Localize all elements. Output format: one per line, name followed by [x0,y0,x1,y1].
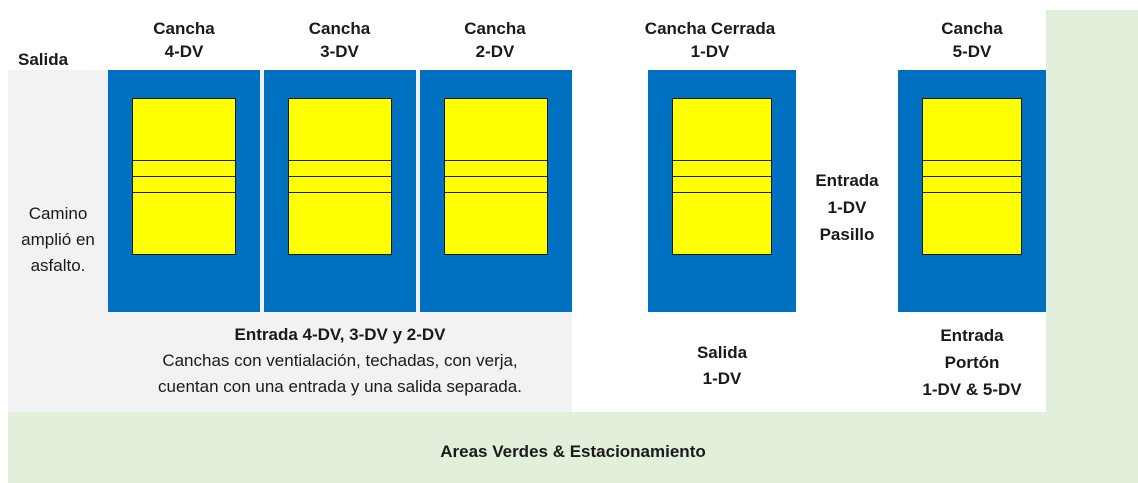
cancha-1-header: Cancha Cerrada 1-DV [620,17,800,63]
cancha-3-code: 3-DV [320,42,359,61]
camino-line-3: asfalto. [30,256,86,275]
entrada-pasillo-line-2: 1-DV [827,198,867,217]
cancha-1-title: Cancha Cerrada [644,19,776,38]
areas-verdes-label: Areas Verdes & Estacionamiento [440,442,706,461]
court-4-enclosure [108,70,260,312]
description-line-2: cuentan con una entrada y una salida sep… [158,377,522,396]
green-area-bottom [8,412,1138,483]
camino-line-1: Camino [28,204,88,223]
entrada-porton-line-1: Entrada [940,326,1004,345]
court-3-enclosure [264,70,416,312]
cancha-2-code: 2-DV [475,42,515,61]
court-1-enclosure [648,70,796,312]
court-3-surface [288,98,392,255]
court-1-surface [672,98,772,255]
cancha-5-code: 5-DV [952,42,992,61]
entrada-porton-line-3: 1-DV & 5-DV [922,380,1022,399]
entrada-porton-label: Entrada Portón 1-DV & 5-DV [898,322,1046,403]
court-5-enclosure [898,70,1046,312]
entrada-porton-line-2: Portón [944,353,1000,372]
court-5-surface [922,98,1022,255]
cancha-1-code: 1-DV [690,42,730,61]
entrada-main-block: Entrada 4-DV, 3-DV y 2-DV Canchas con ve… [108,322,572,400]
salida-1-line-1: Salida [696,343,748,362]
court-4-surface [132,98,236,255]
court-2-surface [444,98,548,255]
salida-header: Salida [18,50,69,69]
cancha-2-header: Cancha 2-DV [419,17,571,63]
cancha-4-code: 4-DV [164,42,204,61]
entrada-pasillo-line-1: Entrada [815,171,879,190]
entrada-main-title: Entrada 4-DV, 3-DV y 2-DV [234,325,446,344]
cancha-3-header: Cancha 3-DV [262,17,417,63]
entrada-pasillo-line-3: Pasillo [819,225,875,244]
cancha-2-title: Cancha [464,19,526,38]
cancha-4-header: Cancha 4-DV [108,17,260,63]
salida-1-line-2: 1-DV [702,369,742,388]
cancha-3-title: Cancha [308,19,371,38]
cancha-5-header: Cancha 5-DV [898,17,1046,63]
description-line-1: Canchas con ventialación, techadas, con … [162,351,518,370]
camino-line-2: amplió en [21,230,95,249]
camino-label: Camino amplió en asfalto. [8,201,108,279]
salida-1-label: Salida 1-DV [648,340,796,392]
cancha-5-title: Cancha [941,19,1003,38]
cancha-4-title: Cancha [153,19,215,38]
green-area-right [1046,10,1138,412]
entrada-pasillo-label: Entrada 1-DV Pasillo [796,167,898,248]
court-2-enclosure [420,70,572,312]
